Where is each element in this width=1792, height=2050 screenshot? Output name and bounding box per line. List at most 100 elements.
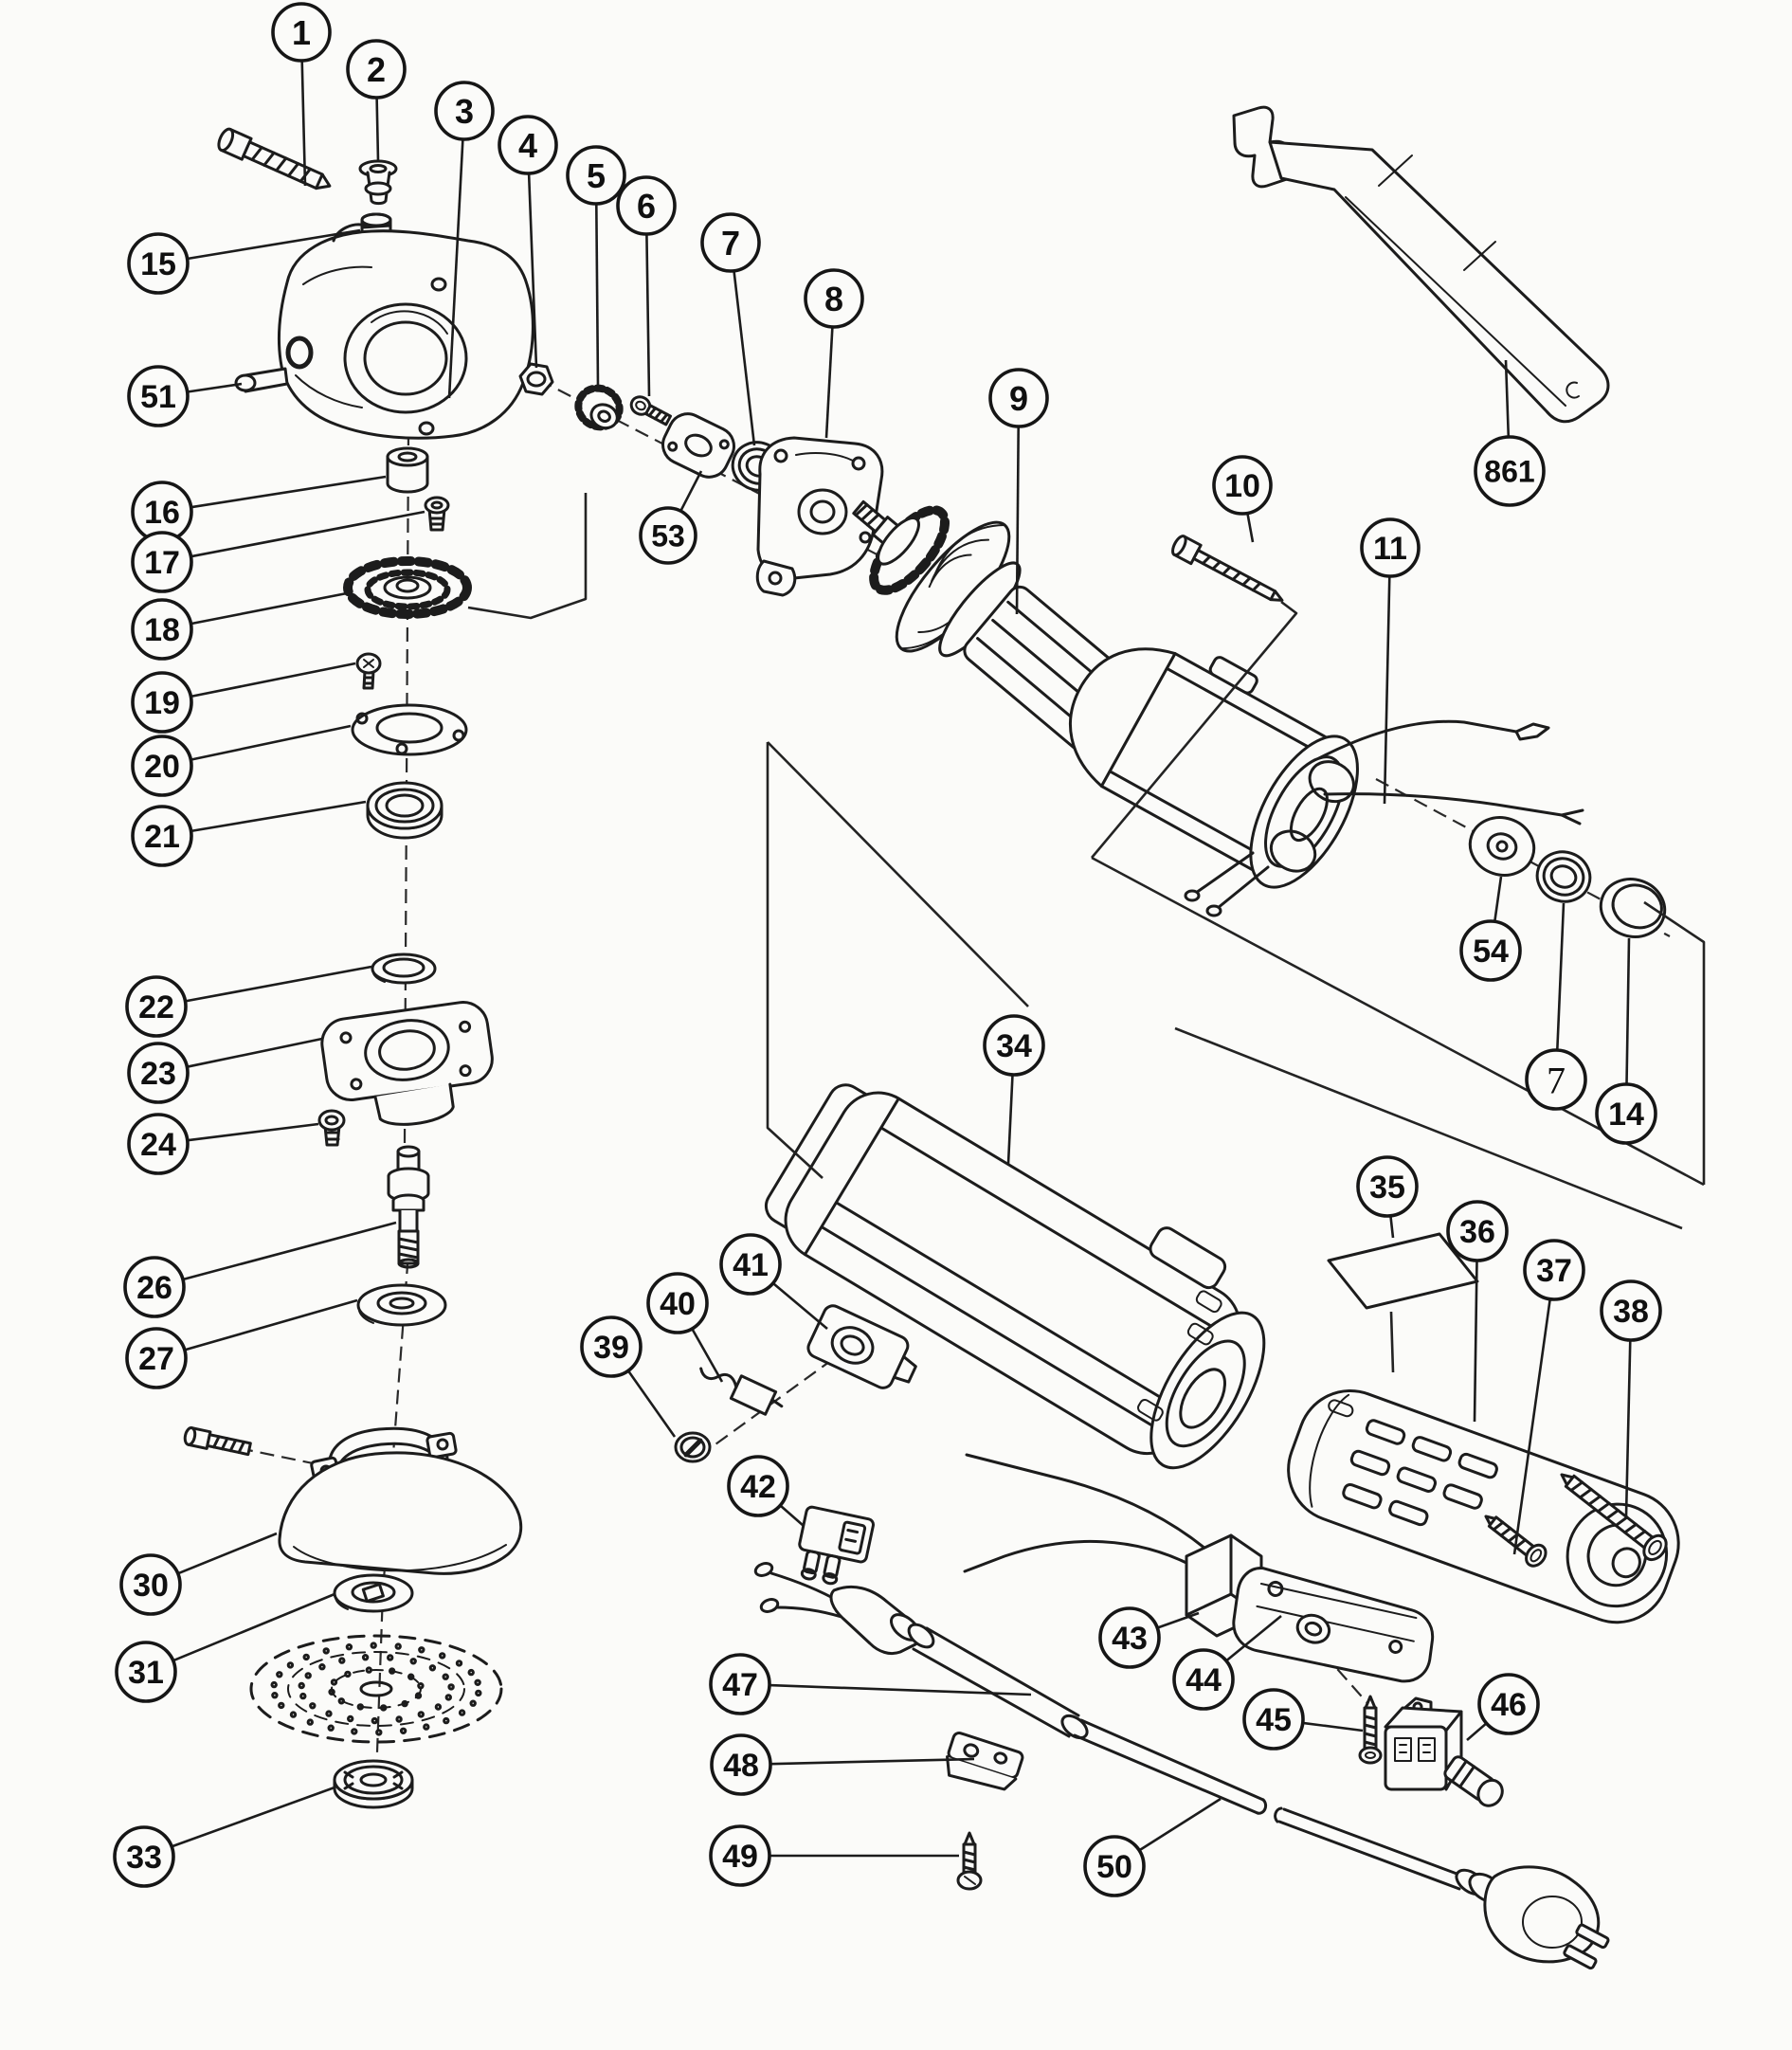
part-sanding-disc — [249, 1634, 503, 1744]
part-spacer-sleeve — [386, 446, 429, 494]
callout-circle — [131, 805, 193, 867]
callout-circle — [1212, 455, 1273, 516]
callout-43-capacitor: 43 — [1098, 1606, 1161, 1669]
callout-circle — [719, 1233, 782, 1296]
disc-dot — [304, 1672, 312, 1679]
part-hex-nut — [518, 362, 554, 396]
disc-dot — [299, 1692, 307, 1700]
callout-circle — [646, 1272, 709, 1334]
part-spindle — [387, 1145, 430, 1269]
callout-8-bearing-plate: 8 — [804, 268, 864, 329]
part-field-stator — [1069, 647, 1584, 917]
callout-50-power-cord: 50 — [1083, 1835, 1146, 1897]
callout-6-screw: 6 — [616, 175, 677, 236]
callout-number: 7 — [1547, 1059, 1566, 1101]
callout-44-switch-base: 44 — [1172, 1648, 1235, 1711]
callout-number: 31 — [128, 1655, 164, 1691]
callout-circle — [727, 1455, 789, 1517]
leader-pan-head-screw — [190, 662, 356, 698]
leader-lock-nut — [171, 1786, 335, 1848]
leader-seal-ring — [185, 965, 372, 1003]
callout-number: 21 — [144, 819, 180, 855]
leader-bearing-plate — [824, 326, 834, 439]
leader-ball-bearing — [733, 270, 756, 446]
callout-34-motor-housing: 34 — [983, 1014, 1045, 1077]
leader-bearing-gasket — [679, 470, 703, 512]
part-cord-clip — [946, 1732, 1024, 1791]
leader-lock-pin — [187, 382, 243, 393]
leader-brush-cap — [626, 1370, 677, 1438]
leader-spacer-sleeve — [190, 475, 387, 509]
disc-dot — [469, 1699, 477, 1707]
callout-number: 18 — [144, 612, 180, 648]
leader-name-plate — [1389, 1215, 1395, 1239]
callout-circle — [346, 39, 407, 100]
disc-dot — [286, 1661, 295, 1669]
callout-3-gear-housing: 3 — [434, 81, 495, 141]
axis-spindle-axis — [373, 430, 410, 1806]
leader-bearing-cap — [1625, 937, 1631, 1085]
callout-861-pin-spanner-wrench: 861 — [1474, 435, 1546, 507]
callout-circle — [127, 1113, 190, 1175]
callout-circle — [1595, 1082, 1657, 1145]
part-tapping-screw-49 — [956, 1831, 983, 1891]
disc-dot — [389, 1667, 396, 1675]
callout-circle — [1474, 435, 1546, 507]
callout-7-ball-bearing: 7 — [1525, 1048, 1587, 1111]
callout-circle — [127, 1042, 190, 1104]
callout-1-hex-bolt: 1 — [271, 2, 332, 63]
part-capacitor — [963, 1453, 1263, 1638]
callout-number: 7 — [721, 224, 740, 263]
axis-brush-axis — [697, 1338, 861, 1458]
disc-dot — [428, 1664, 437, 1672]
disc-dot — [401, 1699, 408, 1708]
leader-ball-bearing — [1556, 902, 1566, 1051]
callout-circle — [1446, 1200, 1509, 1262]
leader-screw — [187, 1122, 319, 1142]
callout-33-lock-nut: 33 — [113, 1825, 175, 1888]
callout-number: 5 — [587, 156, 606, 195]
disc-dot — [351, 1728, 358, 1735]
callout-20-bearing-cover: 20 — [131, 735, 193, 797]
callout-54-fan-guide-washer: 54 — [1459, 919, 1522, 982]
leader-switch — [1466, 1722, 1488, 1741]
callout-circle — [119, 1553, 182, 1616]
callout-number: 42 — [740, 1469, 776, 1505]
callout-number: 39 — [593, 1330, 629, 1366]
callout-21-ball-bearing: 21 — [131, 805, 193, 867]
callout-38-tapping-screw-long: 38 — [1600, 1279, 1662, 1342]
callout-48-cord-clip: 48 — [710, 1733, 772, 1796]
disc-dot — [467, 1668, 475, 1677]
leader-tapping-screw — [1512, 1298, 1551, 1555]
part-switch — [1384, 1696, 1504, 1807]
callout-number: 47 — [722, 1667, 758, 1703]
part-brush-cap — [674, 1431, 712, 1463]
disc-dot — [417, 1711, 425, 1718]
disc-dot — [458, 1709, 466, 1716]
disc-dot — [418, 1646, 425, 1654]
part-carbon-brush — [699, 1367, 784, 1416]
leader-fan-guide-washer — [1493, 876, 1503, 922]
callout-number: 11 — [1373, 531, 1407, 567]
parts-drawings — [183, 105, 1680, 1970]
leader-pin-spanner-wrench — [1504, 359, 1511, 438]
callout-number: 44 — [1186, 1662, 1222, 1698]
callout-10-machine-screw: 10 — [1212, 455, 1273, 516]
callout-circle — [1477, 1673, 1540, 1735]
disc-dot — [278, 1701, 285, 1710]
callout-circle — [1356, 1155, 1419, 1218]
callout-circle — [988, 368, 1049, 428]
callout-circle — [125, 1327, 188, 1389]
callout-16-spacer-sleeve: 16 — [131, 481, 193, 543]
leader-tapping-screw — [1302, 1721, 1364, 1733]
callout-circle — [580, 1315, 643, 1378]
callout-5-pinion-gear: 5 — [566, 145, 626, 206]
callout-number: 54 — [1473, 934, 1509, 970]
callout-circle — [983, 1014, 1045, 1077]
aux-screw10-position-line — [1091, 600, 1298, 859]
leader-rubber-grommet — [375, 97, 380, 162]
leader-motor-housing — [1006, 1074, 1014, 1165]
disc-dot — [309, 1702, 317, 1710]
leader-brush-holder — [771, 1281, 828, 1330]
